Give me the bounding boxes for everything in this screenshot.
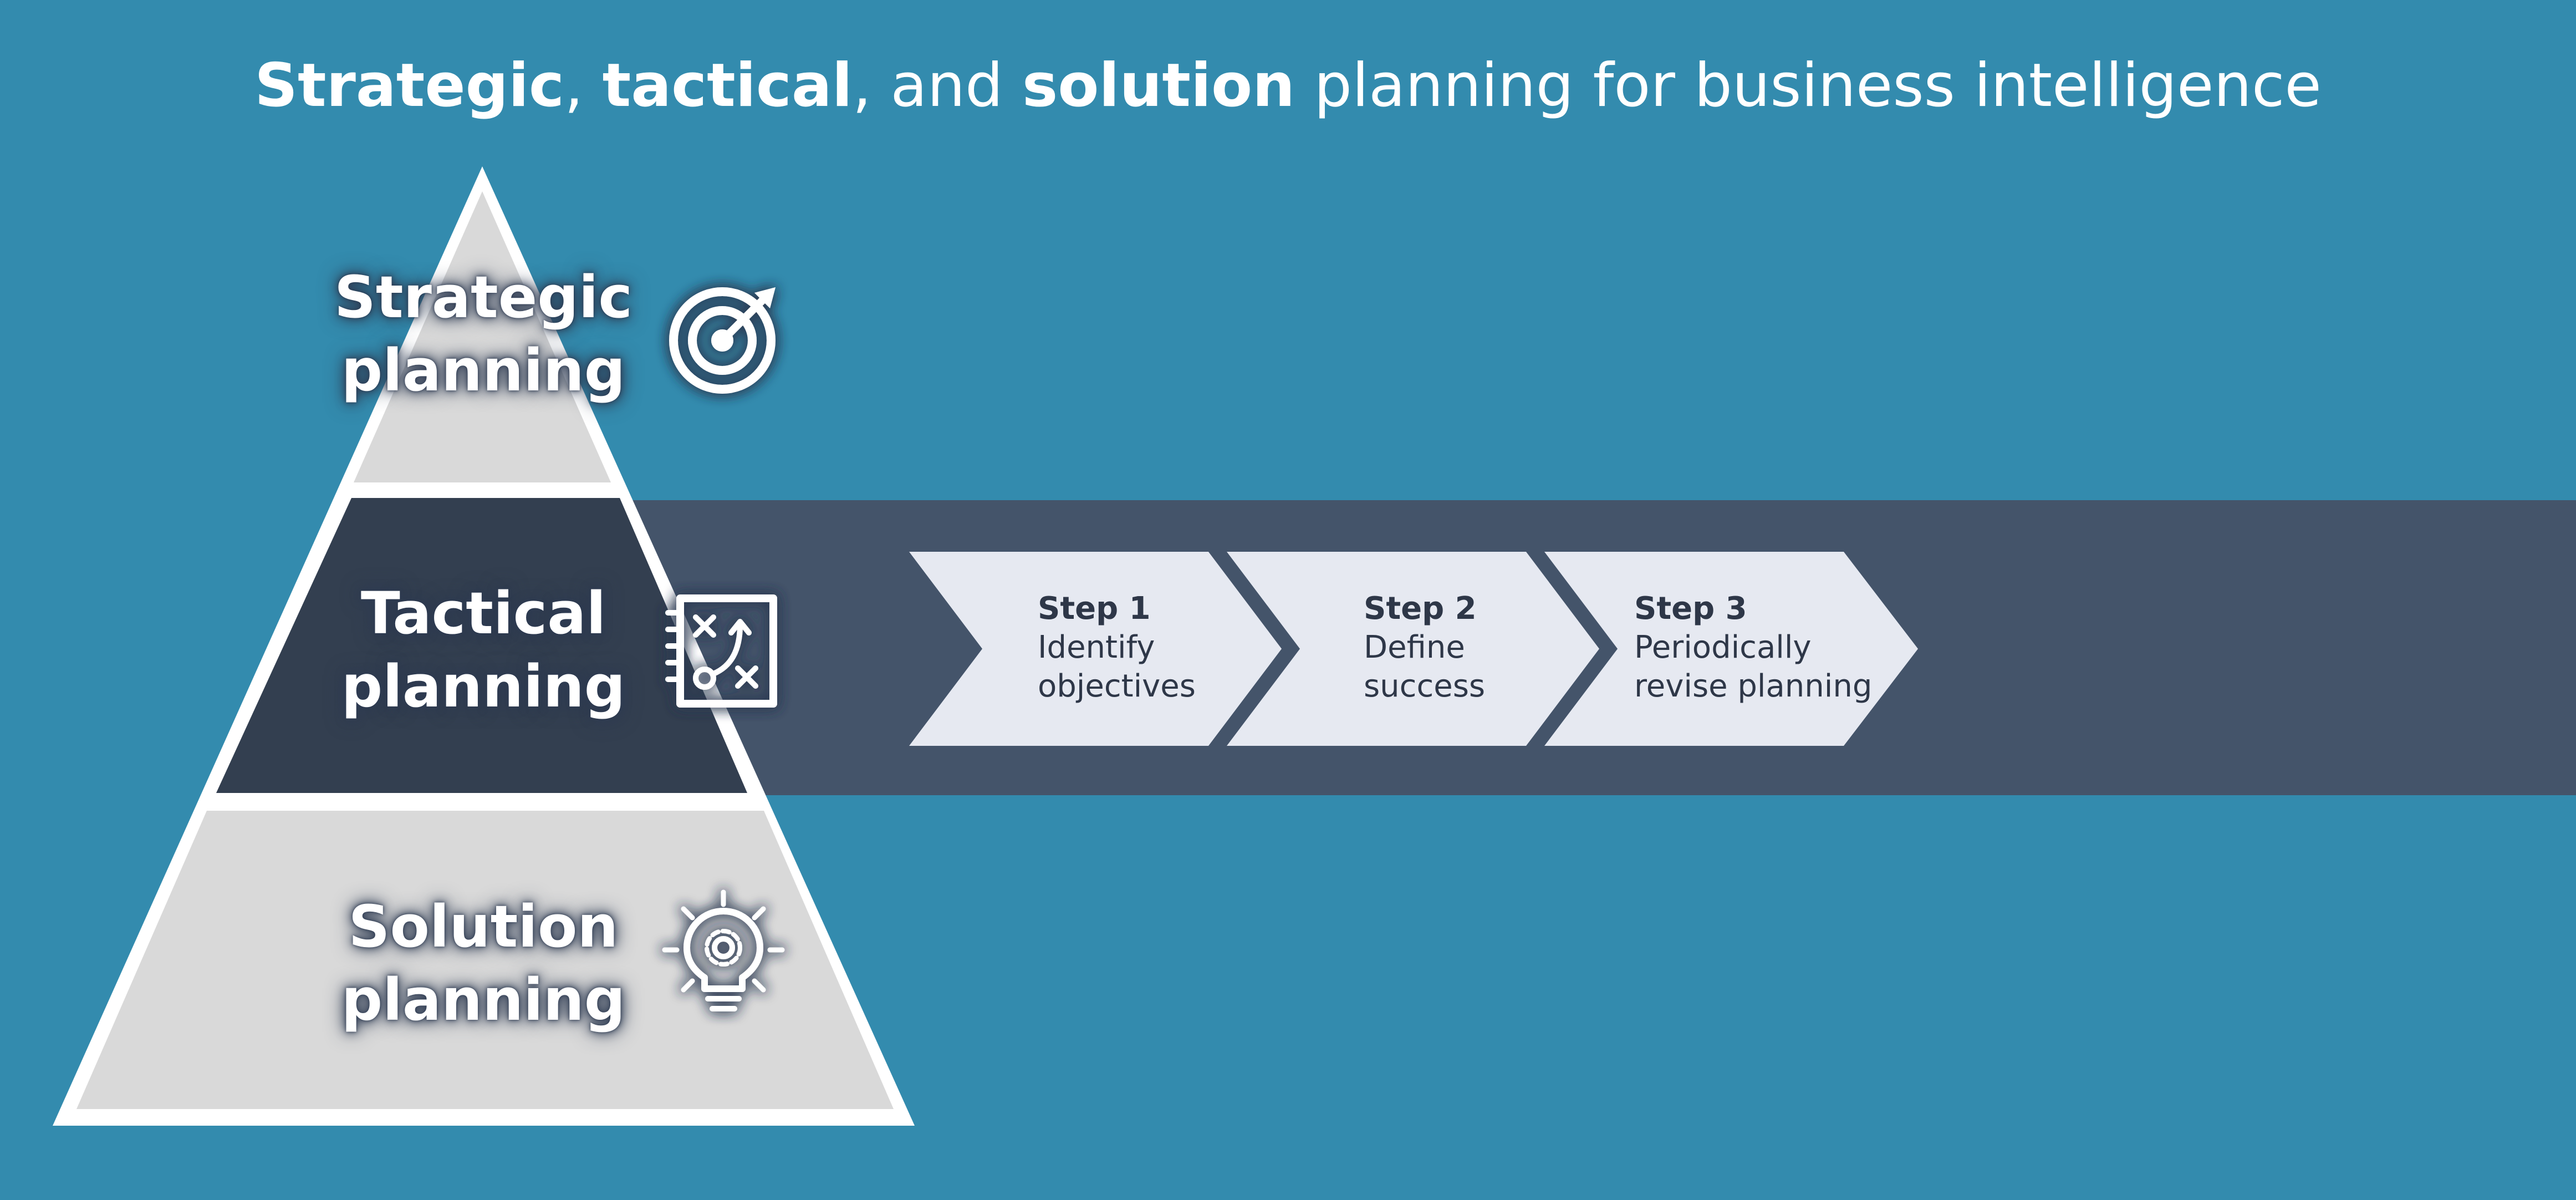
- step-2-text: Step 2 Define success: [1364, 589, 1485, 706]
- title-tactical: tactical: [602, 51, 853, 120]
- title-strategic: Strategic: [254, 51, 564, 120]
- step-1-title: Step 1: [1038, 591, 1151, 627]
- pyramid-tier-tactical: [216, 498, 747, 793]
- step-1-text: Step 1 Identify objectives: [1038, 589, 1196, 706]
- step-2-chevron: [1227, 552, 1599, 746]
- step-3-line2: revise planning: [1634, 668, 1873, 704]
- page-title: Strategic, tactical, and solution planni…: [0, 44, 2576, 128]
- tier-label-tactical: Tactical planning: [289, 577, 677, 723]
- tier-label-solution: Solution planning: [289, 890, 677, 1036]
- title-tail: planning for business intelligence: [1295, 51, 2322, 120]
- title-separator-1: ,: [564, 51, 603, 120]
- target-icon: [657, 272, 790, 405]
- title-solution: solution: [1022, 51, 1295, 120]
- tier-solution-line1: Solution: [348, 893, 619, 960]
- step-2-line1: Define: [1364, 629, 1465, 665]
- step-1-line1: Identify: [1038, 629, 1155, 665]
- step-3-chevron: [1544, 552, 1918, 746]
- tier-tactical-line1: Tactical: [360, 579, 606, 647]
- step-1-chevron: [909, 552, 1282, 746]
- tier-strategic-line1: Strategic: [334, 263, 633, 331]
- title-separator-2: , and: [852, 51, 1022, 120]
- pyramid-tier-solution: [76, 811, 894, 1109]
- step-1-line2: objectives: [1038, 668, 1196, 704]
- lightbulb-gear-icon: [657, 889, 790, 1023]
- tier-label-strategic: Strategic planning: [289, 261, 677, 407]
- step-2-line2: success: [1364, 668, 1486, 704]
- step-3-title: Step 3: [1634, 591, 1747, 627]
- step-2-title: Step 2: [1364, 591, 1477, 627]
- pyramid-tier-strategic: [354, 191, 611, 482]
- tier-solution-line2: planning: [341, 966, 626, 1034]
- strategy-board-icon: [657, 585, 790, 718]
- tier-tactical-line2: planning: [341, 653, 626, 720]
- step-3-text: Step 3 Periodically revise planning: [1634, 589, 1872, 706]
- step-3-line1: Periodically: [1634, 629, 1812, 665]
- tier-strategic-line2: planning: [341, 337, 626, 404]
